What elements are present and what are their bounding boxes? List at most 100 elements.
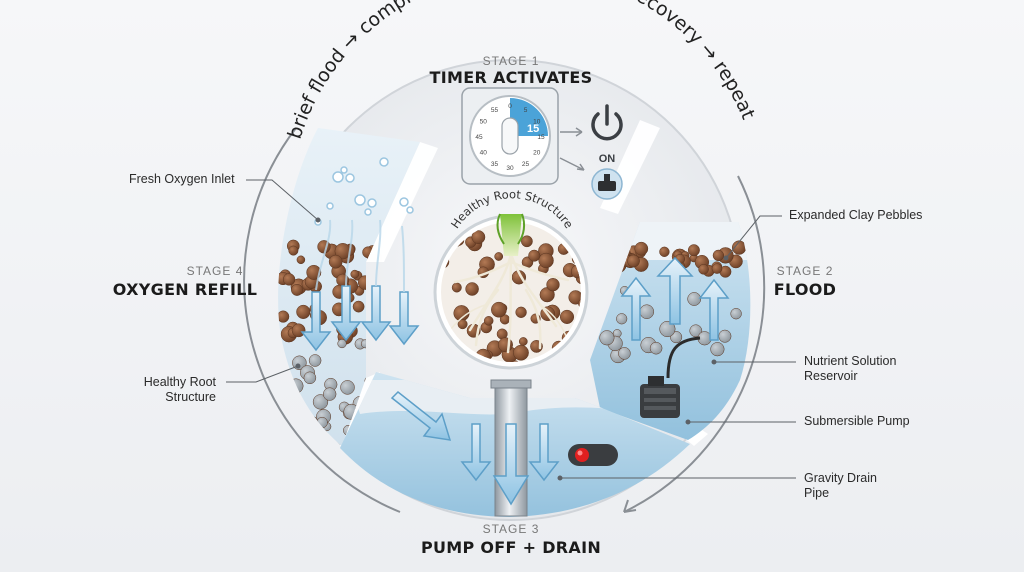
pebble xyxy=(337,339,347,349)
pebble xyxy=(710,342,725,357)
pebble xyxy=(457,319,468,330)
outer-cycle-arc-right xyxy=(623,175,766,513)
timer-tick-label: 25 xyxy=(522,161,530,168)
root-system xyxy=(449,252,570,354)
oxygen-streams xyxy=(315,219,405,293)
pebble xyxy=(350,269,360,279)
cycle-step-4: repeat xyxy=(709,57,759,123)
timer-value: 15 xyxy=(527,123,539,135)
cycle-arrowhead-icon xyxy=(623,499,637,513)
pebble xyxy=(618,347,631,360)
timer-tick-label: 15 xyxy=(537,134,545,141)
pebble xyxy=(311,430,325,444)
label-healthy-root-line1: Healthy Root xyxy=(143,375,216,389)
pebble xyxy=(599,330,615,346)
cycle-step-2: complete drainage xyxy=(354,0,529,39)
pebble xyxy=(698,264,709,275)
pebble xyxy=(639,304,655,319)
status-indicator xyxy=(568,444,618,466)
label-gravity-drain-pipe: Gravity Drain Pipe xyxy=(804,471,877,501)
pebble xyxy=(352,300,365,313)
pebble xyxy=(308,416,318,426)
pebble xyxy=(627,254,640,268)
leader-lines xyxy=(226,179,796,481)
label-fresh-oxygen-inlet: Fresh Oxygen Inlet xyxy=(129,172,235,186)
pebble xyxy=(616,313,628,325)
pebble xyxy=(303,371,317,385)
oxygen-bubbles xyxy=(314,157,414,226)
pebble xyxy=(296,304,311,319)
pebble xyxy=(689,324,703,338)
pebble xyxy=(491,301,507,318)
pebble xyxy=(340,380,355,395)
drain-down-arrows xyxy=(390,390,560,506)
pebble xyxy=(471,230,486,244)
pebble xyxy=(518,337,528,346)
timer-connectors xyxy=(559,127,585,171)
timer-tick-label: 10 xyxy=(533,119,541,126)
pebble xyxy=(577,266,581,279)
pebble xyxy=(316,416,328,429)
pebble xyxy=(291,283,303,296)
pebble xyxy=(546,278,560,292)
pebble xyxy=(659,320,676,338)
stage4-number: STAGE 4 xyxy=(186,264,244,278)
timer-tick-label: 35 xyxy=(491,161,499,168)
label-healthy-root-structure: Healthy Root Structure xyxy=(96,375,216,405)
pebble xyxy=(288,406,299,417)
label-nutrient-line1: Nutrient Solution xyxy=(804,354,897,368)
oxygen-down-arrows xyxy=(300,285,420,352)
pebble xyxy=(528,249,541,262)
pebble xyxy=(282,273,296,286)
cycle-step-3: oxygen recovery xyxy=(556,0,708,49)
pebble xyxy=(712,249,725,262)
pebble xyxy=(306,264,322,280)
pebble xyxy=(288,245,299,256)
stage3-title: PUMP OFF + DRAIN xyxy=(420,538,602,557)
pebble xyxy=(291,323,306,338)
flood-up-arrows xyxy=(620,256,730,341)
pebble xyxy=(498,337,513,353)
timer-tick-label: 50 xyxy=(480,119,488,126)
pebble xyxy=(538,252,554,269)
pebble xyxy=(308,354,322,367)
pebble xyxy=(483,316,494,326)
pebble xyxy=(278,310,290,323)
timer-tick-label: 55 xyxy=(491,107,499,114)
stage1-title: TIMER ACTIVATES xyxy=(429,68,593,87)
pebble xyxy=(515,306,527,318)
pebble xyxy=(451,282,462,293)
power-icon xyxy=(591,104,623,141)
pebble xyxy=(659,246,670,257)
pebble xyxy=(494,252,504,261)
submersible-pump xyxy=(640,336,701,418)
label-healthy-root-line2: Structure xyxy=(165,390,216,404)
stage2-number: STAGE 2 xyxy=(776,264,834,278)
timer-tick-label: 20 xyxy=(533,150,541,157)
pebble xyxy=(288,378,304,394)
pebble xyxy=(513,344,529,361)
timer-tick-label: 0 xyxy=(508,103,512,110)
pebble xyxy=(323,387,337,401)
pebble xyxy=(559,309,575,324)
pebble xyxy=(634,241,649,256)
pebble xyxy=(687,244,700,257)
label-submersible-pump: Submersible Pump xyxy=(804,414,910,428)
stage1-number: STAGE 1 xyxy=(482,54,540,68)
power-state-label: ON xyxy=(599,153,616,165)
pebble xyxy=(328,254,343,269)
pump-status-icon xyxy=(591,168,623,200)
timer-tick-label: 45 xyxy=(475,134,483,141)
label-drain-line1: Gravity Drain xyxy=(804,471,877,485)
stage2-title: FLOOD xyxy=(773,280,837,299)
pebble xyxy=(296,255,306,265)
pebble xyxy=(649,341,663,355)
label-drain-line2: Pipe xyxy=(804,486,830,500)
pebble xyxy=(711,263,723,274)
stage3-number: STAGE 3 xyxy=(482,522,540,536)
stage4-title: OXYGEN REFILL xyxy=(112,280,258,299)
